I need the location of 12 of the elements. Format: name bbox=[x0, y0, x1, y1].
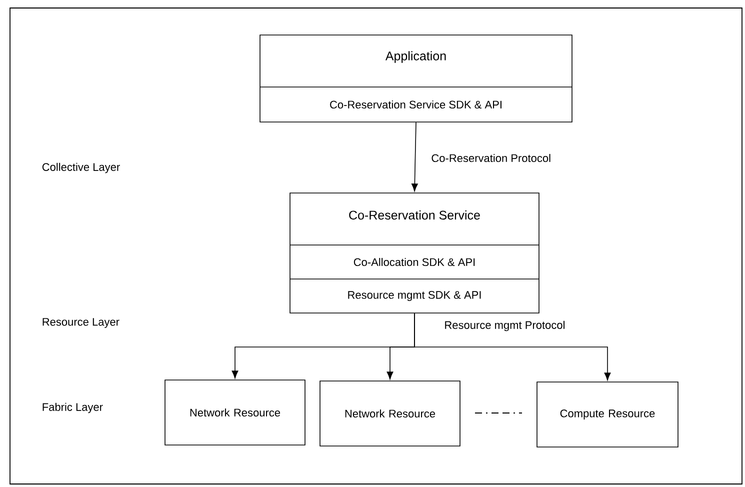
resource-box: Network Resource bbox=[320, 380, 460, 446]
edge-label: Resource mgmt Protocol bbox=[445, 320, 564, 332]
edge-label: Co-Reservation Protocol bbox=[432, 154, 550, 162]
layer-label: Fabric Layer bbox=[42, 402, 103, 414]
arrow bbox=[412, 122, 418, 192]
arrow bbox=[414, 313, 611, 380]
resource-box: Network Resource bbox=[164, 380, 306, 446]
resource-box: Compute Resource bbox=[536, 382, 678, 448]
layer-box: Application Co-Reservation Service SDK & API bbox=[260, 34, 572, 122]
layer-label: Resource Layer bbox=[42, 318, 120, 328]
layer-label: Collective Layer bbox=[42, 162, 120, 174]
layer-box: Co-Reservation Service Co-Allocation SDK & API Resource mgmt SDK & API bbox=[290, 192, 540, 314]
